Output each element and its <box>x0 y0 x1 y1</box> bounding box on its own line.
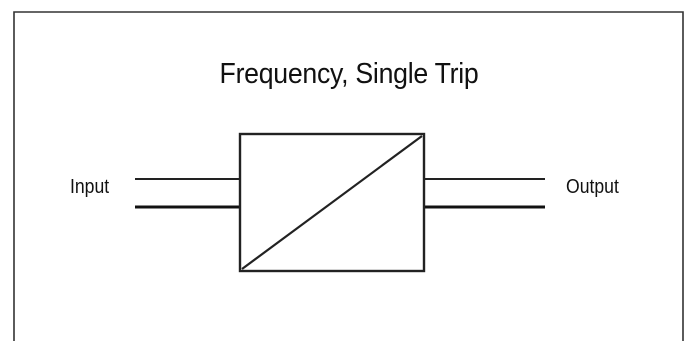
diagram-title: Frequency, Single Trip <box>219 58 479 90</box>
output-label: Output <box>566 176 619 198</box>
transfer-diagonal <box>241 135 423 270</box>
input-label: Input <box>70 176 110 198</box>
diagram-border <box>13 11 684 341</box>
